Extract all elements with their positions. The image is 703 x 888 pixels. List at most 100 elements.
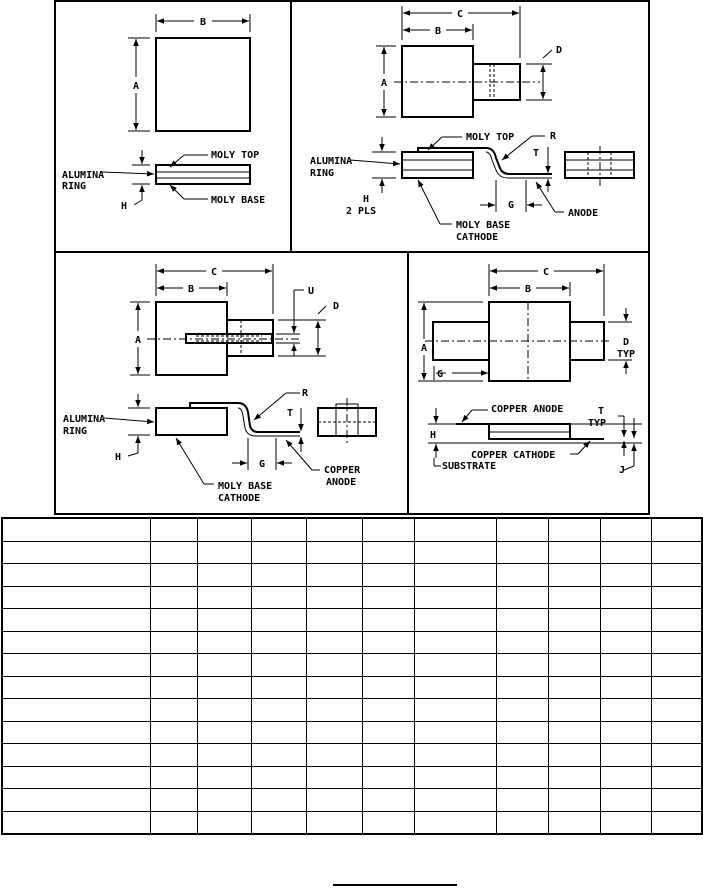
table-cell [650,517,703,542]
table-cell [1,585,151,609]
table-cell [361,788,415,812]
table-cell [650,810,703,835]
table-cell [361,630,415,654]
table-cell [250,653,307,677]
table-cell [305,517,363,542]
table-cell [196,630,252,654]
p1-dim-a: A [133,81,139,92]
table-cell [650,675,703,699]
table-cell [305,720,363,744]
table-cell [599,608,652,632]
table-cell [149,810,198,835]
table-cell [547,608,601,632]
table-cell [149,720,198,744]
p2-dim-a: A [381,78,387,89]
table-cell [149,675,198,699]
table-row [1,675,703,699]
table-cell [413,630,497,654]
table-cell [650,698,703,722]
table-cell [361,810,415,835]
table-row [1,630,703,654]
table-cell [305,810,363,835]
table-cell [413,517,497,542]
table-cell [413,720,497,744]
table-cell [250,608,307,632]
table-cell [650,720,703,744]
p3-dim-h: H [115,452,121,463]
table-cell [547,788,601,812]
table-cell [547,540,601,564]
table-cell [650,540,703,564]
table-cell [495,540,549,564]
table-cell [196,540,252,564]
table-cell [250,720,307,744]
p1-dim-b: B [200,17,206,28]
p4-dim-c: C [543,267,549,278]
p3-dim-t: T [287,408,293,419]
dimension-table [1,517,703,835]
table-cell [149,585,198,609]
table-cell [250,743,307,767]
p3-dim-r: R [302,388,309,399]
table-row [1,653,703,677]
p2-label-anode: ANODE [568,208,598,219]
p4-dim-a: A [421,343,427,354]
table-cell [495,630,549,654]
table-cell [413,653,497,677]
p3-dim-c: C [211,267,217,278]
table-cell [361,743,415,767]
table-cell [305,608,363,632]
table-cell [413,810,497,835]
p2-dim-g: G [508,200,514,211]
table-cell [547,585,601,609]
table-cell [361,608,415,632]
table-cell [413,788,497,812]
p4-label-copper-anode: COPPER ANODE [491,404,563,415]
table-cell [413,585,497,609]
p1-label-ring: RING [62,181,86,192]
p1-label-alumina: ALUMINA [62,170,104,181]
p1-label-moly-base: MOLY BASE [211,195,265,206]
table-cell [305,698,363,722]
table-cell [1,765,151,789]
table-cell [495,743,549,767]
table-cell [547,517,601,542]
table-cell [149,788,198,812]
table-cell [599,810,652,835]
p2-label-2pls: 2 PLS [346,206,376,217]
table-cell [250,698,307,722]
table-cell [196,765,252,789]
table-cell [361,653,415,677]
table-cell [547,765,601,789]
table-cell [1,698,151,722]
table-cell [196,743,252,767]
table-row [1,720,703,744]
table-cell [305,675,363,699]
table-cell [149,540,198,564]
table-cell [250,517,307,542]
p2-dim-t: T [533,148,539,159]
table-cell [599,675,652,699]
panel-4-copper-substrate-package: C B A G D TYP H [418,264,642,476]
table-cell [196,608,252,632]
table-cell [650,743,703,767]
p2-label-alumina: ALUMINA [310,156,352,167]
table-cell [196,585,252,609]
table-cell [305,743,363,767]
p4-label-typ-d: TYP [617,349,635,360]
table-cell [305,630,363,654]
table-cell [650,608,703,632]
table-cell [413,608,497,632]
table-cell [149,517,198,542]
table-cell [196,517,252,542]
panel-frames [54,0,650,515]
table-cell [196,788,252,812]
table-cell [599,540,652,564]
table-cell [413,563,497,587]
table-cell [361,585,415,609]
table-cell [495,720,549,744]
table-cell [599,765,652,789]
table-cell [1,540,151,564]
table-cell [547,810,601,835]
table-cell [305,788,363,812]
